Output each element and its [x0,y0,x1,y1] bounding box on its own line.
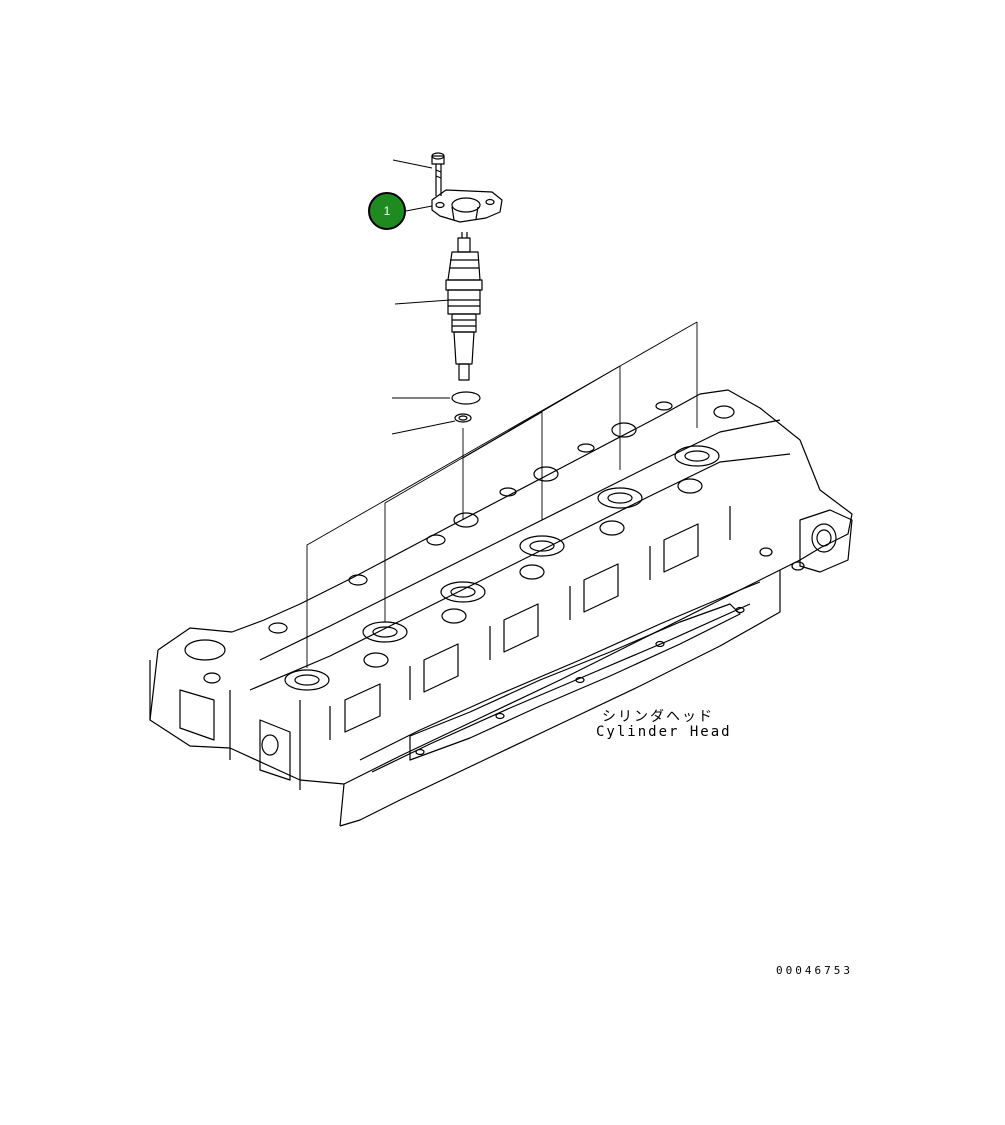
cylinder-head [149,389,853,827]
injector-clamp [431,189,503,223]
cylinder-head-label-en: Cylinder Head [596,724,732,740]
callout-1-number: 1 [383,204,391,218]
cylinder-bores [284,445,720,691]
mounting-bolt [431,152,445,196]
sealing-washer [454,413,472,423]
drawing-number: 00046753 [776,964,853,977]
o-ring [451,391,481,405]
cylinder-head-label-jp: シリンダヘッド [602,709,714,725]
fuel-injector [445,232,483,381]
callout-1-badge[interactable]: 1 [368,192,406,230]
leader-lines [306,159,698,668]
